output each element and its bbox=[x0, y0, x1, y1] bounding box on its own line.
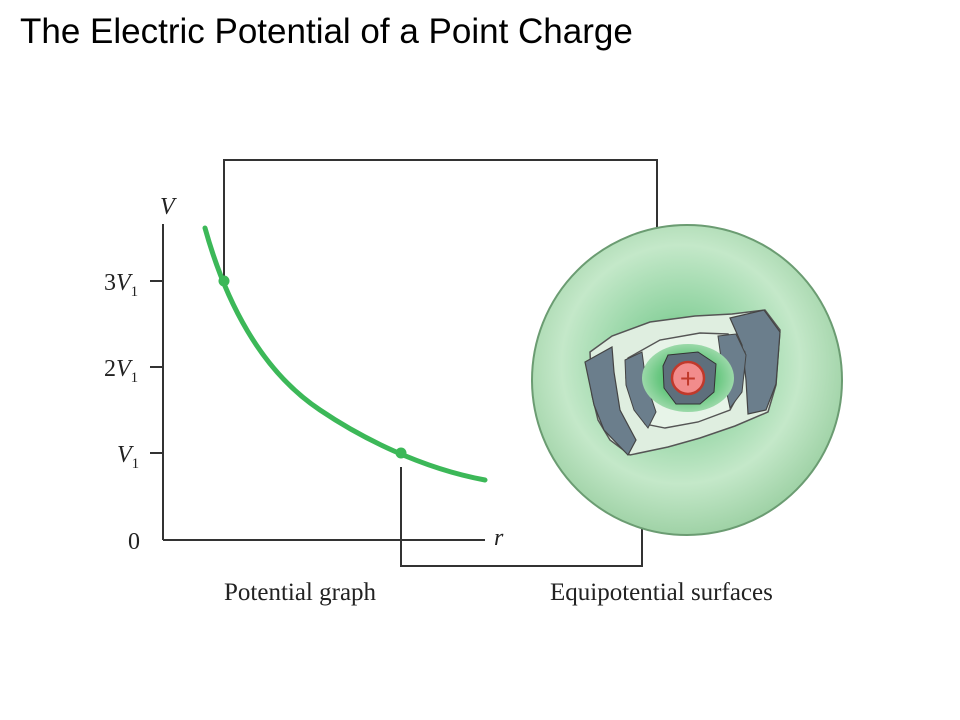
point-charge bbox=[670, 360, 706, 396]
cut-slab-left bbox=[584, 346, 637, 457]
tick-label-v1: V1 bbox=[117, 442, 139, 472]
tick-label-3v1: 3V1 bbox=[104, 270, 138, 300]
x-axis-label: r bbox=[494, 525, 504, 551]
point-3v1 bbox=[218, 275, 230, 287]
equipotential-surfaces: + Equipotential surfaces bbox=[531, 224, 843, 606]
page-title: The Electric Potential of a Point Charge bbox=[20, 12, 633, 51]
tick-label-zero: 0 bbox=[128, 529, 140, 555]
graph-caption: Potential graph bbox=[224, 579, 377, 606]
charge-sign-icon: + bbox=[680, 363, 696, 394]
tick-label-2v1: 2V1 bbox=[104, 356, 138, 386]
y-axis-label: V bbox=[160, 194, 177, 220]
point-v1 bbox=[395, 447, 407, 459]
surfaces-caption: Equipotential surfaces bbox=[550, 579, 773, 606]
potential-graph: V r 3V1 2V1 V1 0 Potential graph bbox=[104, 194, 504, 606]
potential-curve bbox=[202, 225, 488, 483]
mid-slab-left bbox=[624, 351, 657, 429]
